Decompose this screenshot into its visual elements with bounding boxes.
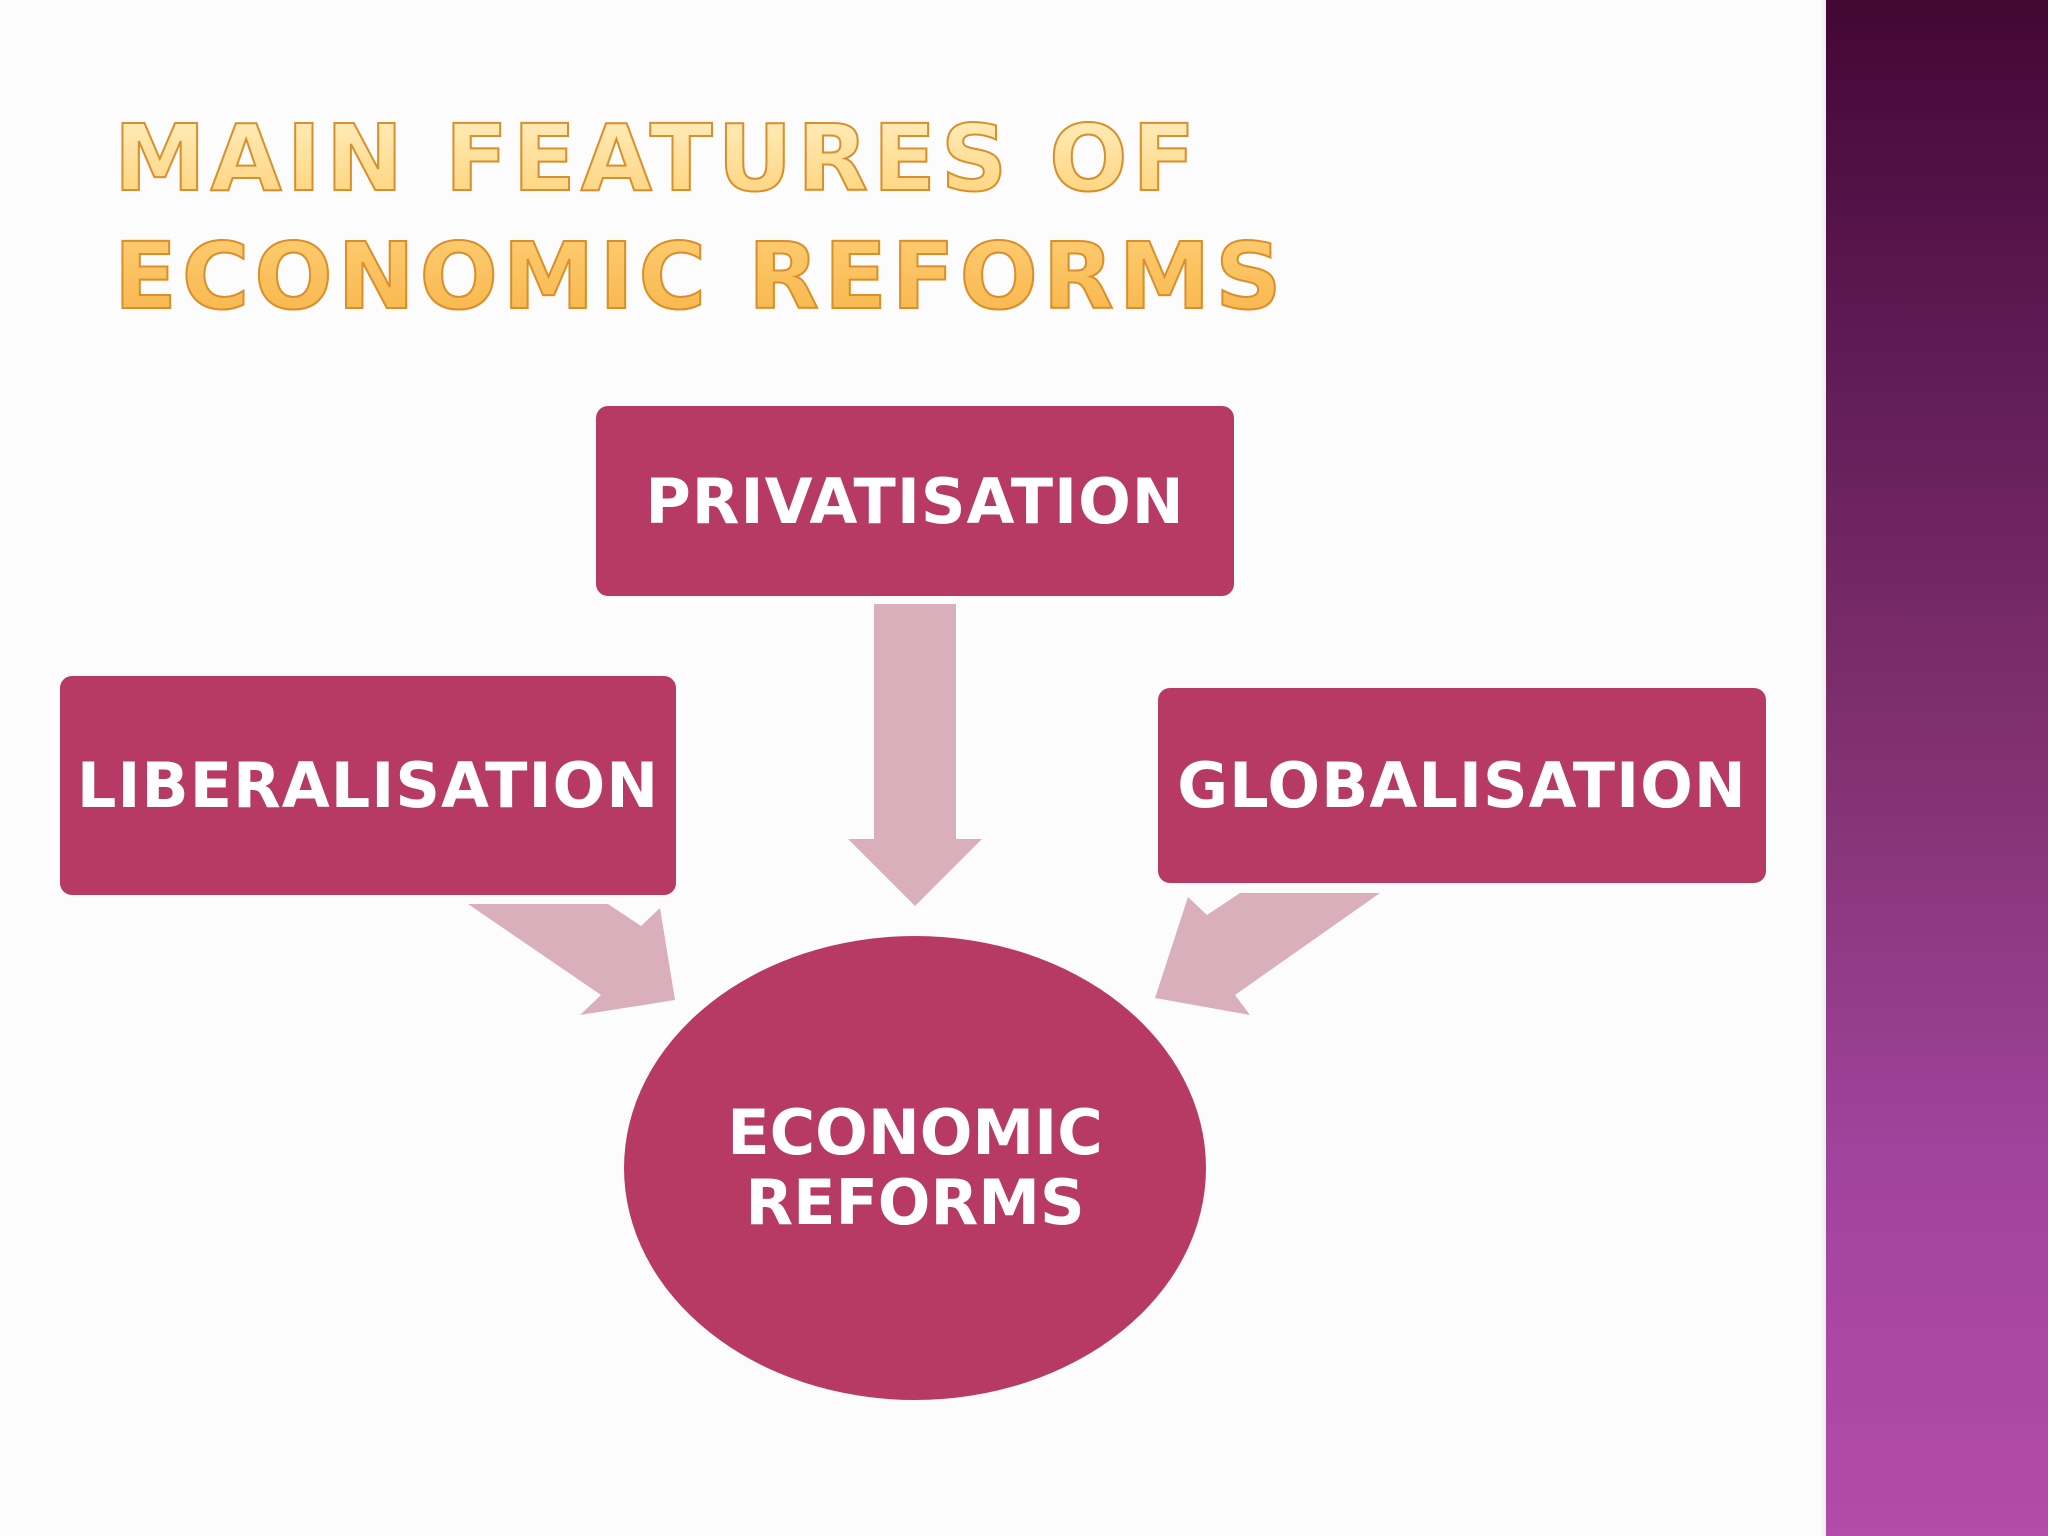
economic-reforms-ellipse: ECONOMIC REFORMS — [624, 936, 1206, 1400]
liberalisation-label: LIBERALISATION — [76, 749, 660, 822]
privatisation-label: PRIVATISATION — [645, 464, 1185, 538]
globalisation-label: GLOBALISATION — [1177, 749, 1747, 822]
economic-reforms-label: ECONOMIC REFORMS — [727, 1098, 1102, 1238]
privatisation-box: PRIVATISATION — [596, 406, 1234, 596]
economic-reforms-line2: REFORMS — [745, 1166, 1085, 1239]
arrow-diagonal-right-icon — [1155, 893, 1380, 1015]
economic-reforms-line1: ECONOMIC — [727, 1096, 1103, 1169]
liberalisation-box: LIBERALISATION — [60, 676, 676, 895]
decorative-sidebar — [1826, 0, 2048, 1536]
globalisation-box: GLOBALISATION — [1158, 688, 1766, 883]
sidebar-edge — [1820, 0, 1826, 1536]
slide-title: MAIN FEATURES OF ECONOMIC REFORMS — [113, 100, 1534, 336]
arrow-down-icon — [848, 604, 982, 906]
arrow-diagonal-left-icon — [468, 904, 675, 1015]
